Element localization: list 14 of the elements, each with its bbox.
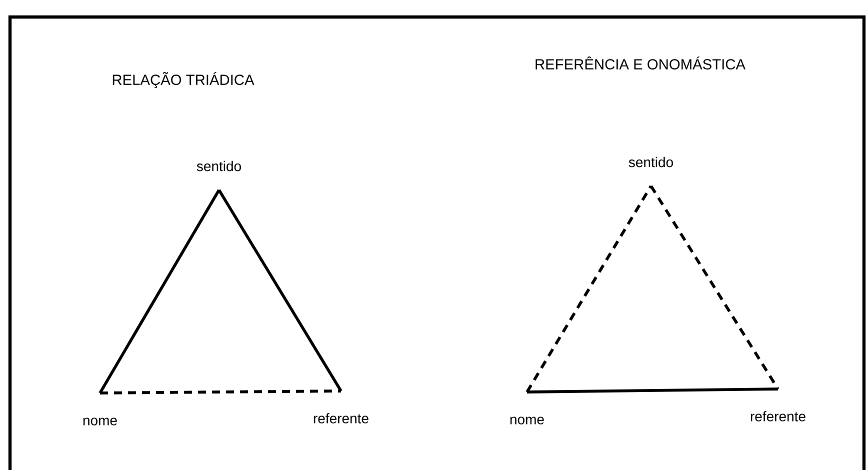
vertex-label: sentido: [196, 160, 241, 172]
panel-title: REFERÊNCIA E ONOMÁSTICA: [536, 56, 746, 70]
triangle-side: [218, 189, 342, 392]
triangle-side: [526, 388, 778, 394]
vertex-label: referente: [314, 413, 368, 424]
triangle-side: [98, 189, 220, 394]
vertex-label: referente: [750, 411, 806, 422]
vertex-label: nome: [83, 418, 117, 426]
panel-title: RELAÇÃO TRIÁDICA: [112, 72, 254, 88]
triangle-side: [526, 185, 652, 393]
triangle-side: [100, 390, 342, 394]
vertex-label: sentido: [628, 156, 673, 168]
triangle-side: [650, 185, 780, 390]
vertex-label: nome: [510, 416, 544, 424]
